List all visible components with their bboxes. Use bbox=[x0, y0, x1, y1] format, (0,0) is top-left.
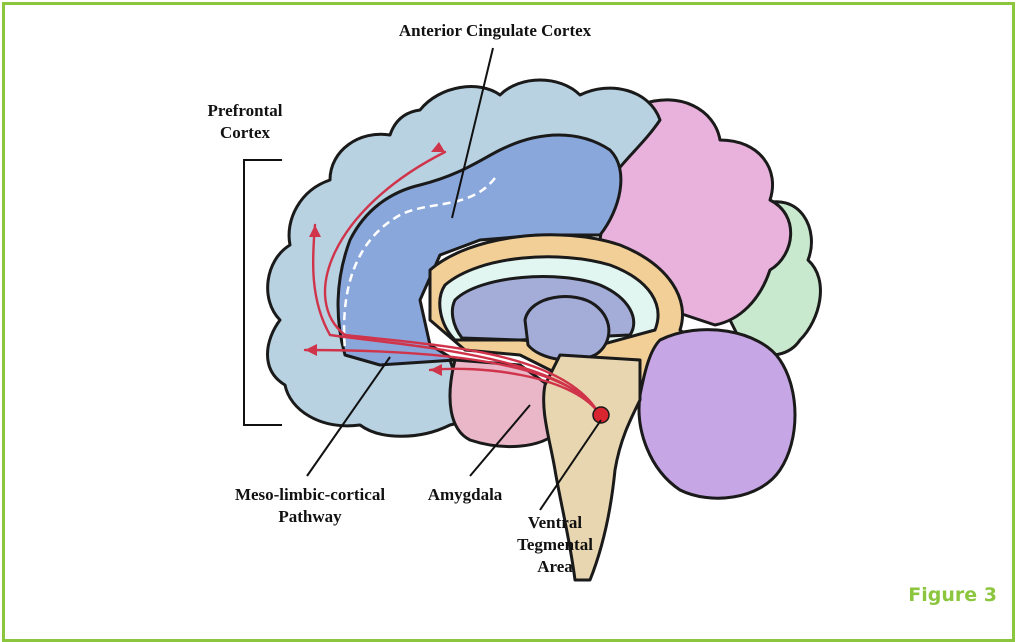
label-amygdala: Amygdala bbox=[405, 484, 525, 506]
label-vta: Ventral Tegmental Area bbox=[500, 512, 610, 578]
label-vta-line1: Ventral bbox=[500, 512, 610, 534]
label-meso-line1: Meso-limbic-cortical bbox=[205, 484, 415, 506]
fornix bbox=[525, 297, 609, 361]
label-meso-line2: Pathway bbox=[205, 506, 415, 528]
label-vta-line3: Area bbox=[500, 556, 610, 578]
label-prefrontal-line2: Cortex bbox=[190, 122, 300, 144]
figure-label: Figure 3 bbox=[908, 584, 997, 606]
cerebellum bbox=[639, 330, 795, 499]
label-prefrontal-cortex: Prefrontal Cortex bbox=[190, 100, 300, 144]
label-meso-pathway: Meso-limbic-cortical Pathway bbox=[205, 484, 415, 528]
label-anterior-cingulate: Anterior Cingulate Cortex bbox=[340, 20, 650, 42]
label-vta-line2: Tegmental bbox=[500, 534, 610, 556]
label-prefrontal-line1: Prefrontal bbox=[190, 100, 300, 122]
